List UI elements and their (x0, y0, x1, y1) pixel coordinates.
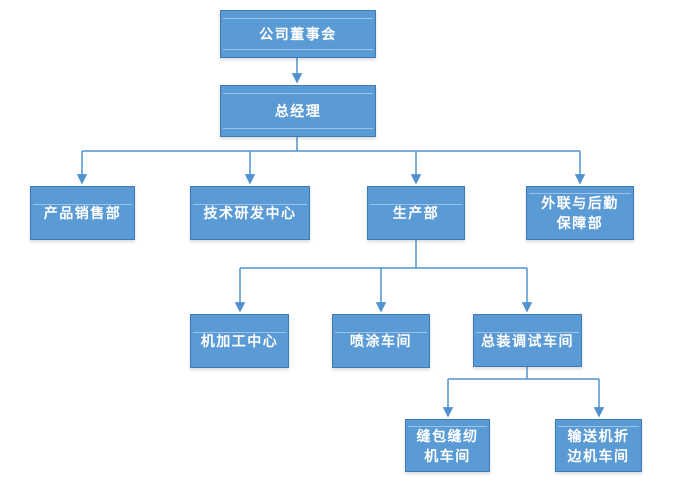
org-node-assembly: 总装调试车间 (473, 314, 582, 367)
connector-gm-children (76, 137, 586, 185)
org-node-sales: 产品销售部 (30, 186, 135, 240)
connector-assembly-children (442, 367, 605, 418)
connector-prod-children (234, 240, 533, 313)
org-node-ext: 外联与后勤 保障部 (526, 186, 634, 240)
org-node-conveyor: 输送机折 边机车间 (555, 419, 642, 472)
org-node-gm: 总经理 (220, 85, 376, 137)
org-node-board: 公司董事会 (220, 10, 376, 58)
org-node-prod: 生产部 (367, 186, 465, 240)
org-node-paint: 喷涂车间 (332, 314, 430, 368)
org-node-sewing: 缝包缝纫 机车间 (405, 419, 490, 472)
org-node-machining: 机加工中心 (190, 314, 289, 368)
org-node-rnd: 技术研发中心 (190, 186, 310, 240)
